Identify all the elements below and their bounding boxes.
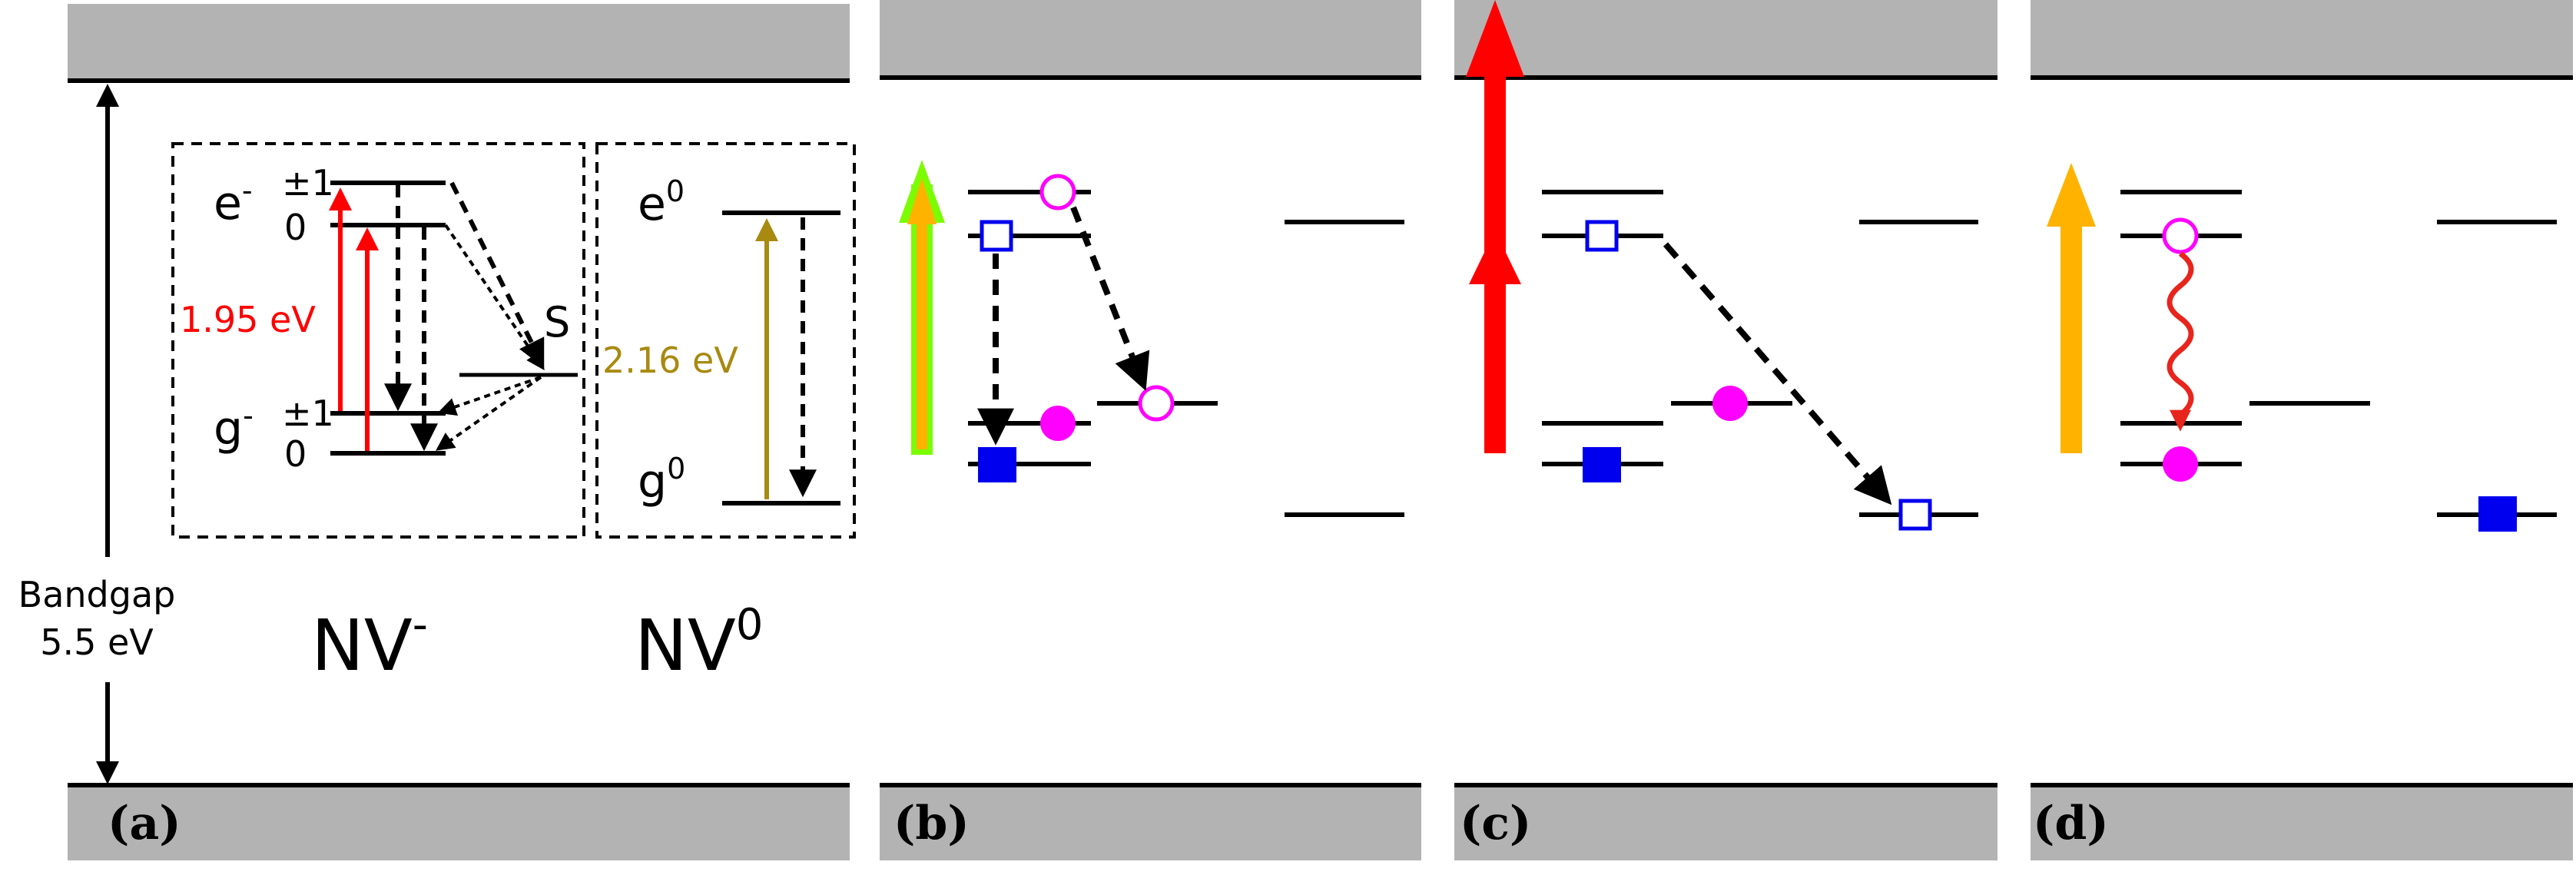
conduction-bands [68, 0, 2573, 83]
nv-minus-excited-label: e- [214, 174, 253, 230]
conduction-band-a [68, 4, 850, 81]
nv-minus-excited-0-label: 0 [284, 207, 307, 248]
valence-band-d [2031, 787, 2573, 860]
hole-circle-b-right [1138, 385, 1175, 422]
electron-circle-b [1040, 406, 1076, 441]
hole-square-c-bottom [1898, 499, 1932, 531]
valence-band-c [1454, 787, 1997, 860]
panel-label-b: (b) [893, 797, 970, 850]
nv-minus-box [171, 142, 585, 539]
bandgap-label-line1: Bandgap [18, 574, 176, 615]
nv-minus-isc-arrow-1 [449, 181, 545, 368]
hole-circle-b-top [1039, 174, 1076, 210]
excitation-arrow-red-two-photon [1466, 0, 1524, 453]
electron-circle-c [1712, 386, 1748, 421]
hole-square-b [980, 220, 1013, 252]
conduction-band-d [2031, 0, 2573, 78]
excitation-arrow-orange [2047, 163, 2096, 453]
nv-minus-energy-label: 1.95 eV [180, 299, 316, 340]
panel-b-levels [968, 190, 1404, 517]
bandgap-label-line2: 5.5 eV [40, 622, 154, 663]
valence-bands [68, 783, 2573, 860]
radiative-decay-wavy-arrow [2167, 251, 2194, 432]
valence-band-b [880, 787, 1421, 860]
excitation-arrow-green [899, 160, 945, 455]
electron-square-d [2478, 496, 2517, 532]
nv-minus-singlet-label: S [544, 298, 570, 346]
nv-minus-isc-arrow-3 [436, 376, 542, 451]
panel-label-d: (d) [2033, 797, 2109, 850]
electron-circle-d [2163, 446, 2198, 482]
nv-zero-title: NV0 [635, 600, 763, 687]
electron-square-b [978, 447, 1016, 482]
nv-zero-excited-label: e0 [638, 174, 685, 231]
panel-label-c: (c) [1460, 797, 1531, 850]
nv-minus-ground-label: g- [214, 399, 254, 456]
nv-zero-ground-label: g0 [638, 452, 685, 509]
electron-square-c [1583, 447, 1621, 482]
nv-minus-excited-pm1-label: ±1 [282, 162, 334, 204]
nv-zero-energy-label: 2.16 eV [602, 340, 738, 381]
hole-square-c [1585, 220, 1619, 252]
hole-circle-d [2162, 217, 2199, 254]
decay-arrow-c [1663, 242, 1892, 506]
nv-minus-isc-arrow-2 [444, 224, 545, 370]
nv-zero-box [595, 142, 856, 539]
nv-minus-isc-arrow-4 [437, 376, 542, 416]
conduction-band-c [1454, 0, 1997, 78]
panel-label-a: (a) [108, 797, 181, 850]
conduction-band-b [880, 0, 1421, 78]
nv-minus-title: NV- [311, 600, 428, 687]
nv-minus-ground-0-label: 0 [284, 433, 307, 475]
valence-band-a [68, 787, 850, 860]
nv-minus-ground-pm1-label: ±1 [282, 393, 334, 434]
decay-arrow-b-2 [1070, 206, 1150, 391]
